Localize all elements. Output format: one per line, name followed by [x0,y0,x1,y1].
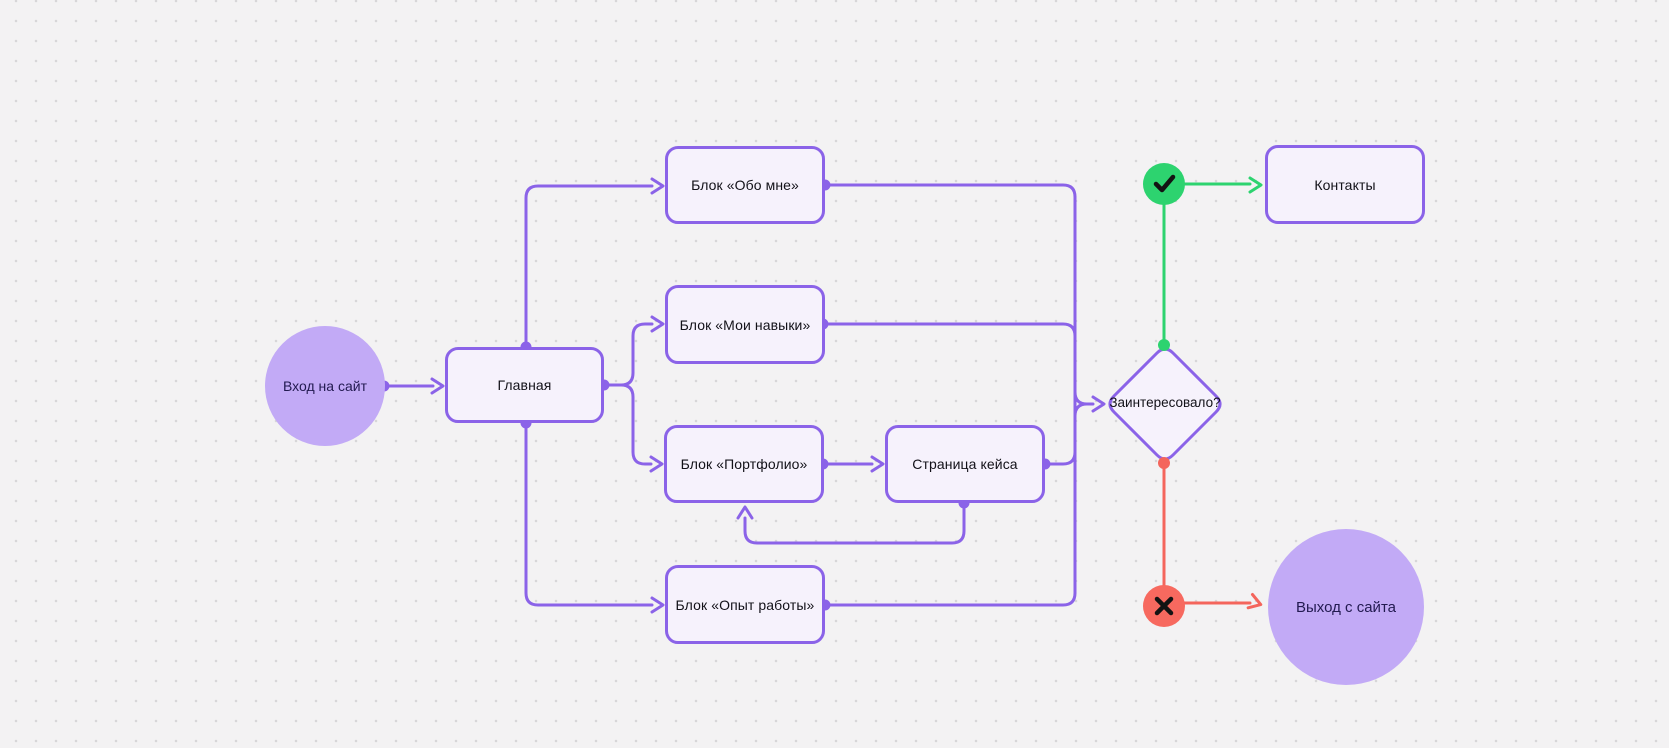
decision-label: Заинтересовало? [1109,395,1221,410]
arrowhead [1091,395,1106,413]
node-label: Блок «Опыт работы» [675,596,815,613]
arrowhead [736,505,754,520]
node-label: Блок «Мои навыки» [679,316,811,333]
node-case-page[interactable]: Страница кейса [885,425,1045,503]
check-icon [1153,174,1176,193]
edge-decision-exit[interactable] [1162,461,1252,608]
node-portfolio[interactable]: Блок «Портфолио» [664,425,824,503]
node-home[interactable]: Главная [445,347,604,423]
edge-home-about[interactable] [524,184,654,349]
x-icon [1154,596,1174,616]
edge-home-skills[interactable] [602,322,654,387]
edge-home-portfolio[interactable] [602,383,653,466]
green-connection-dot [1158,339,1170,351]
node-skills[interactable]: Блок «Мои навыки» [665,285,825,364]
edge-decision-contacts[interactable] [1162,182,1252,347]
arrowhead [649,455,664,473]
node-exit-circle[interactable]: Выход с сайта [1268,529,1424,685]
node-contacts[interactable]: Контакты [1265,145,1425,224]
node-label: Главная [497,377,552,393]
arrowhead [870,455,885,473]
yes-stamp[interactable] [1143,163,1185,205]
edge-experience-decision[interactable] [823,591,1077,607]
red-connection-dot [1158,457,1170,469]
edge-collector-merge[interactable] [1073,390,1095,418]
arrowhead [650,315,665,333]
arrowhead [650,177,665,195]
edge-home-experience[interactable] [524,421,654,607]
node-label: Выход с сайта [1296,598,1396,616]
no-stamp[interactable] [1143,585,1185,627]
node-label: Контакты [1314,176,1376,193]
edge-case-portfolio-return[interactable] [743,501,966,545]
node-label: Вход на сайт [283,378,367,394]
node-about[interactable]: Блок «Обо мне» [665,146,825,224]
node-entry-circle[interactable]: Вход на сайт [265,326,385,446]
node-experience[interactable]: Блок «Опыт работы» [665,565,825,644]
arrowhead [430,377,445,395]
edge-about-decision[interactable] [823,183,1077,199]
arrowhead [1246,592,1263,610]
arrowhead [1248,176,1263,194]
node-label: Страница кейса [912,456,1018,472]
node-label: Блок «Обо мне» [691,177,799,193]
node-label: Блок «Портфолио» [680,456,808,472]
arrowhead [650,596,665,614]
edge-skills-decision[interactable] [821,322,1077,338]
